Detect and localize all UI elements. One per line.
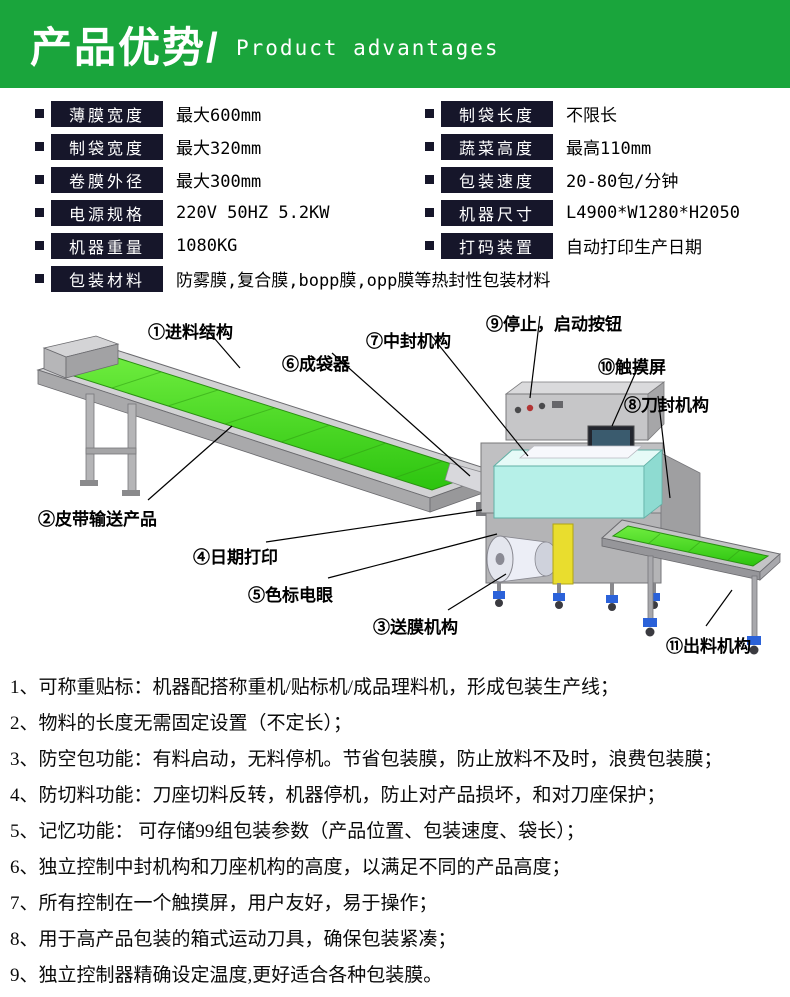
spec-row: 机器尺寸 L4900*W1280*H2050	[425, 196, 790, 229]
spec-row: 制袋宽度 最大320mm	[35, 130, 425, 163]
callout-date-printing: ④日期打印	[193, 548, 278, 567]
square-bullet-icon	[35, 274, 44, 283]
spec-value: 220V 50HZ 5.2KW	[176, 202, 330, 223]
feature-item: 3、防空包功能：有料启动，无料停机。节省包装膜，防止放料不及时，浪费包装膜；	[10, 749, 723, 770]
spec-label: 机器尺寸	[441, 199, 553, 226]
spec-row: 打码装置 自动打印生产日期	[425, 229, 790, 262]
feature-item: 1、可称重贴标：机器配搭称重机/贴标机/成品理料机，形成包装生产线；	[10, 677, 620, 698]
output-conveyor	[600, 519, 782, 655]
spec-row: 制袋长度 不限长	[425, 97, 790, 130]
callout-belt-conveying: ②皮带输送产品	[38, 510, 157, 529]
spec-label: 制袋长度	[441, 100, 553, 127]
callout-lines	[147, 315, 733, 627]
stop-button	[526, 404, 534, 412]
page-title: 产品优势/	[30, 24, 220, 71]
specs-table: 薄膜宽度 最大600mm 制袋宽度 最大320mm 卷膜外径 最大300mm 电…	[0, 88, 790, 298]
callout-feeding-structure: ①进料结构	[148, 323, 233, 342]
spec-value: 20-80包/分钟	[566, 172, 679, 192]
spec-label: 蔬菜高度	[441, 133, 553, 160]
specs-column-right: 制袋长度 不限长 蔬菜高度 最高110mm 包装速度 20-80包/分钟 机器尺…	[425, 97, 790, 295]
callout-knife-seal: ⑧刀封机构	[624, 396, 709, 415]
feature-item: 8、用于高产品包装的箱式运动刀具，确保包装紧凑；	[10, 929, 457, 950]
spec-value: 防雾膜,复合膜,bopp膜,opp膜等热封性包装材料	[176, 271, 551, 291]
square-bullet-icon	[425, 175, 434, 184]
feature-item: 2、物料的长度无需固定设置（不定长）；	[10, 713, 353, 734]
callout-film-feeding: ③送膜机构	[373, 618, 458, 637]
spec-value: 最高110mm	[566, 139, 652, 159]
square-bullet-icon	[425, 208, 434, 217]
header-banner: 产品优势/ Product advantages	[0, 0, 790, 88]
spec-row: 卷膜外径 最大300mm	[35, 163, 425, 196]
spec-value: 1080KG	[176, 235, 238, 256]
spec-label: 电源规格	[51, 199, 163, 226]
specs-column-left: 薄膜宽度 最大600mm 制袋宽度 最大320mm 卷膜外径 最大300mm 电…	[35, 97, 550, 295]
spec-label: 薄膜宽度	[51, 100, 163, 127]
yellow-guard	[552, 523, 574, 585]
infeed-conveyor	[36, 335, 502, 513]
machine-diagram: ①进料结构 ②皮带输送产品 ③送膜机构 ④日期打印 ⑤色标电眼 ⑥成袋器 ⑦中封…	[0, 298, 790, 664]
page-subtitle: Product advantages	[236, 36, 500, 60]
machine-feet	[493, 583, 660, 611]
infeed-belt	[53, 353, 482, 491]
callout-color-mark-eye: ⑤色标电眼	[248, 586, 333, 605]
square-bullet-icon	[35, 241, 44, 250]
spec-row: 包装速度 20-80包/分钟	[425, 163, 790, 196]
spec-value: L4900*W1280*H2050	[566, 202, 740, 223]
square-bullet-icon	[35, 109, 44, 118]
square-bullet-icon	[35, 175, 44, 184]
feature-list: 1、可称重贴标：机器配搭称重机/贴标机/成品理料机，形成包装生产线； 2、物料的…	[0, 664, 790, 994]
spec-value: 最大320mm	[176, 139, 262, 159]
spec-value: 最大300mm	[176, 172, 262, 192]
spec-label: 包装速度	[441, 166, 553, 193]
callout-bag-former: ⑥成袋器	[282, 355, 350, 374]
machine-illustration	[36, 315, 782, 655]
output-belt	[611, 525, 770, 567]
callout-discharge: ⑪出料机构	[666, 637, 751, 656]
feature-item: 6、独立控制中封机构和刀座机构的高度，以满足不同的产品高度；	[10, 857, 571, 878]
spec-value: 不限长	[566, 106, 617, 126]
square-bullet-icon	[425, 109, 434, 118]
cyan-hood	[493, 465, 645, 519]
square-bullet-icon	[425, 241, 434, 250]
spec-label: 机器重量	[51, 232, 163, 259]
spec-label: 卷膜外径	[51, 166, 163, 193]
square-bullet-icon	[35, 142, 44, 151]
spec-label: 打码装置	[441, 232, 553, 259]
callout-center-seal: ⑦中封机构	[366, 332, 451, 351]
spec-row: 机器重量 1080KG	[35, 229, 425, 262]
spec-label: 包装材料	[51, 265, 163, 292]
feature-item: 5、记忆功能： 可存储99组包装参数（产品位置、包装速度、袋长）；	[10, 821, 585, 842]
spec-value: 自动打印生产日期	[566, 238, 702, 258]
spec-row: 蔬菜高度 最高110mm	[425, 130, 790, 163]
spec-row: 电源规格 220V 50HZ 5.2KW	[35, 196, 425, 229]
start-button	[514, 406, 522, 414]
callout-stop-start-buttons: ⑨停止，启动按钮	[486, 315, 622, 334]
spec-label: 制袋宽度	[51, 133, 163, 160]
feature-item: 4、防切料功能：刀座切料反转，机器停机，防止对产品损坏，和对刀座保护；	[10, 785, 666, 806]
feature-item: 7、所有控制在一个触摸屏，用户友好，易于操作；	[10, 893, 438, 914]
callout-touch-screen: ⑩触摸屏	[598, 358, 666, 377]
film-roll	[486, 523, 574, 585]
film-sheet	[518, 445, 644, 459]
square-bullet-icon	[425, 142, 434, 151]
spec-row: 包装材料 防雾膜,复合膜,bopp膜,opp膜等热封性包装材料	[35, 262, 550, 295]
feature-item: 9、独立控制器精确设定温度,更好适合各种包装膜。	[10, 965, 443, 986]
spec-value: 最大600mm	[176, 106, 262, 126]
spec-row: 薄膜宽度 最大600mm	[35, 97, 425, 130]
square-bullet-icon	[35, 208, 44, 217]
